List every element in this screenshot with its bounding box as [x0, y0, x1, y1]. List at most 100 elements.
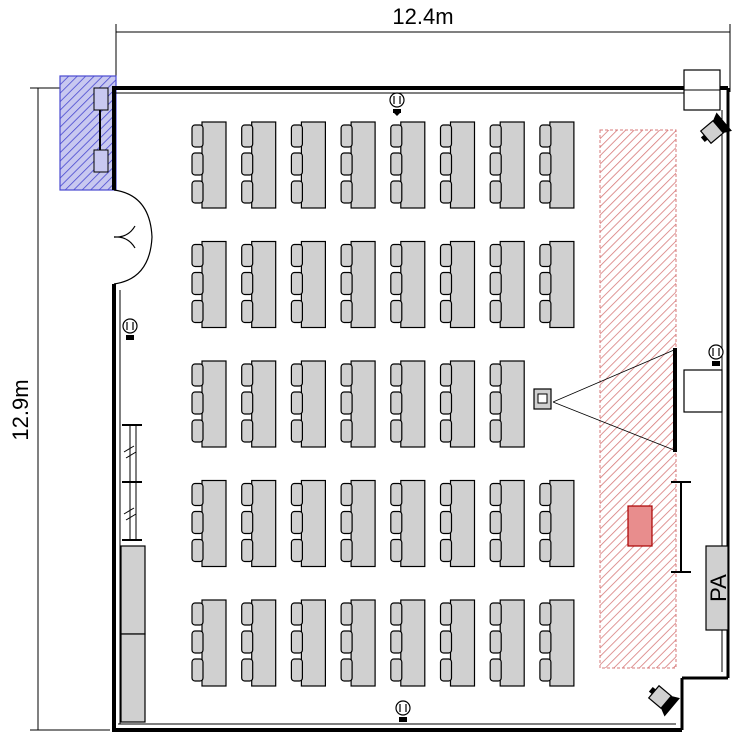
seat-unit — [290, 599, 326, 687]
chair — [539, 538, 552, 563]
chair — [241, 124, 254, 148]
desk — [400, 599, 426, 687]
chair — [539, 482, 552, 507]
desk — [201, 121, 227, 209]
outlet-icon — [395, 700, 411, 722]
chair — [439, 124, 453, 148]
chair — [340, 419, 353, 443]
chair — [290, 124, 303, 148]
seat-unit — [241, 360, 277, 448]
chair — [340, 271, 353, 296]
seat-unit — [241, 240, 277, 329]
seat-unit — [191, 360, 227, 448]
chair — [439, 180, 453, 204]
chair — [489, 243, 502, 268]
chair — [290, 510, 303, 535]
seat-unit — [539, 240, 575, 329]
chair — [489, 180, 502, 204]
desk — [251, 360, 277, 448]
seat-unit — [191, 599, 227, 687]
outlet-icon — [389, 92, 405, 116]
desk — [499, 121, 525, 209]
wall-window — [122, 424, 142, 541]
chair — [539, 602, 552, 626]
desk — [251, 121, 277, 209]
chair — [191, 630, 204, 654]
chair — [340, 243, 353, 268]
seat-unit — [340, 240, 376, 329]
projector-beam — [552, 349, 675, 451]
desk — [499, 479, 525, 568]
seat-unit — [290, 360, 326, 448]
seat-unit — [489, 240, 525, 329]
chair — [191, 299, 204, 324]
desk — [549, 240, 575, 329]
chair — [340, 363, 353, 387]
chair — [539, 630, 552, 654]
equipment-box-top — [683, 69, 721, 111]
pillar — [59, 75, 117, 191]
desk — [400, 121, 426, 209]
chair — [290, 538, 303, 563]
desk — [201, 240, 227, 329]
seat-unit — [191, 240, 227, 329]
seat-unit — [439, 121, 476, 209]
chair — [290, 299, 303, 324]
chair — [241, 602, 254, 626]
chair — [439, 630, 453, 654]
chair — [290, 419, 303, 443]
desk — [201, 360, 227, 448]
chair — [290, 271, 303, 296]
seat-unit — [340, 599, 376, 687]
desk — [300, 121, 326, 209]
chair — [489, 299, 502, 324]
chair — [489, 271, 502, 296]
chair — [191, 658, 204, 682]
chair — [539, 243, 552, 268]
chair — [390, 271, 403, 296]
chair — [290, 243, 303, 268]
desk — [251, 240, 277, 329]
chair — [191, 124, 204, 148]
stage-area — [599, 129, 677, 669]
chair — [439, 391, 453, 415]
chair — [439, 482, 453, 507]
seat-unit — [390, 360, 426, 448]
desk — [400, 240, 426, 329]
seat-unit — [539, 479, 575, 568]
seat-unit — [439, 240, 476, 329]
chair — [489, 419, 502, 443]
chair — [390, 510, 403, 535]
desk — [251, 479, 277, 568]
seat-unit — [290, 240, 326, 329]
chair — [489, 658, 502, 682]
chair — [489, 152, 502, 176]
seat-unit — [489, 479, 525, 568]
chair — [290, 658, 303, 682]
chair — [191, 510, 204, 535]
chair — [340, 391, 353, 415]
chair — [439, 658, 453, 682]
chair — [191, 180, 204, 204]
desk — [449, 121, 476, 209]
height-label: 12.9m — [8, 379, 33, 440]
chair — [390, 419, 403, 443]
chair — [191, 419, 204, 443]
chair — [439, 152, 453, 176]
chair — [390, 124, 403, 148]
chair — [489, 124, 502, 148]
chair — [290, 391, 303, 415]
chair — [191, 602, 204, 626]
projector-icon — [533, 388, 552, 410]
chair — [390, 180, 403, 204]
desk — [549, 121, 575, 209]
chair — [191, 482, 204, 507]
chair — [390, 630, 403, 654]
chair — [539, 510, 552, 535]
desk — [350, 360, 376, 448]
desk — [400, 360, 426, 448]
dimension-width: 12.4m — [115, 4, 731, 92]
seat-unit — [439, 479, 476, 568]
desk — [251, 599, 277, 687]
chair — [439, 243, 453, 268]
